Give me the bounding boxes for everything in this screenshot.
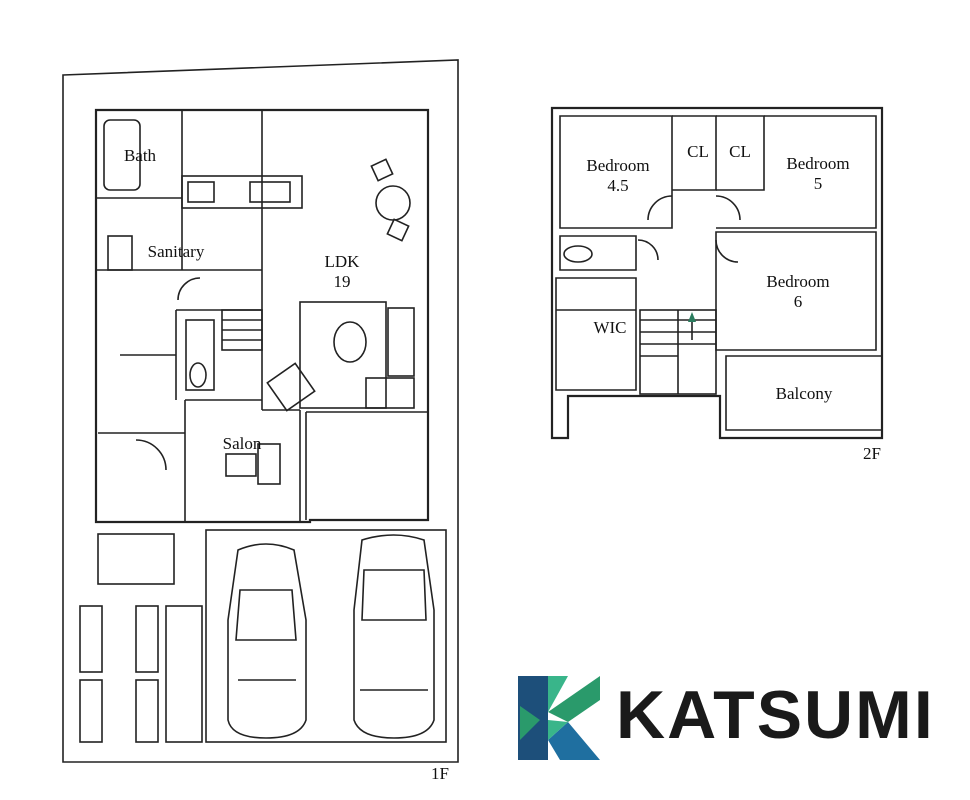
floor-label-1f: 1F [431,764,449,783]
car-2 [353,534,435,739]
room-label-balcony: Balcony [775,384,833,403]
room-label-bedroom-6: Bedroom 6 [766,272,830,311]
room-label-bedroom-4-5: Bedroom 4.5 [586,156,650,195]
dining-area [299,301,387,409]
kitchen-counter [181,175,303,209]
lot-boundary [62,59,459,763]
floor2-outer-wall [550,106,884,440]
room-label-closet-2: CL [729,142,751,161]
room-label-bedroom-5: Bedroom 5 [786,154,850,193]
room-label-sanitary: Sanitary [147,242,205,261]
room-label-bath: Bath [123,146,157,165]
logo-mark [518,676,600,760]
floor-label-2f: 2F [863,444,881,463]
bathtub [103,119,141,191]
room-label-ldk: LDK 19 [324,252,360,291]
room-label-wic: WIC [593,318,627,337]
floor1-outer-wall [94,108,430,524]
room-label-salon: Salon [222,434,262,453]
brand-logo-text: KATSUMI [616,677,935,753]
room-label-closet-1: CL [687,142,709,161]
car-1 [227,543,307,739]
